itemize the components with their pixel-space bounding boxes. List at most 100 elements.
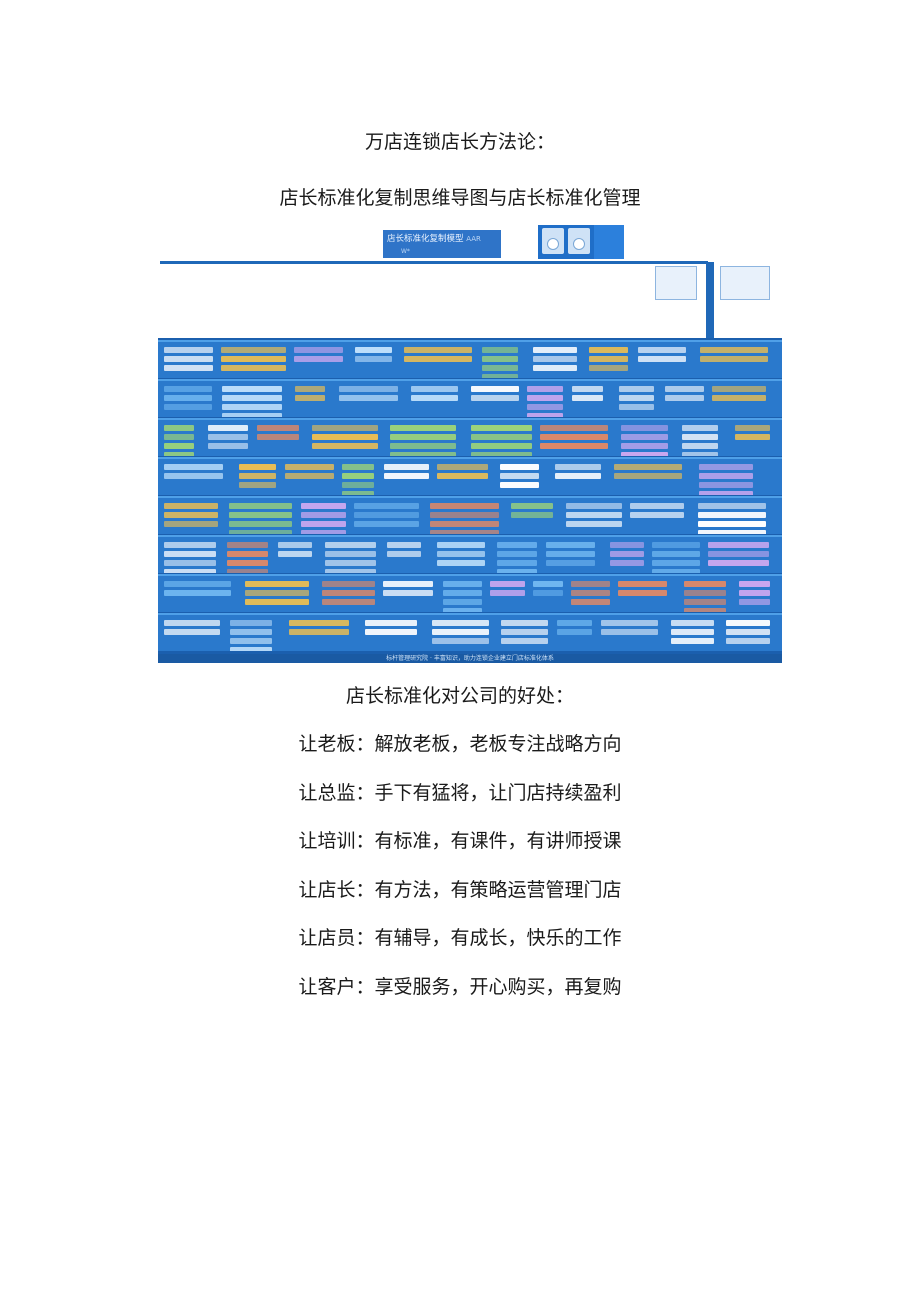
mindmap-node bbox=[497, 542, 537, 548]
mindmap-node bbox=[164, 590, 231, 596]
mindmap-node bbox=[500, 482, 539, 488]
mindmap-node bbox=[325, 569, 376, 573]
mindmap-node bbox=[222, 404, 282, 410]
mindmap-node bbox=[671, 629, 714, 635]
benefit-item: 让老板：解放老板，老板专注战略方向 bbox=[0, 732, 920, 756]
mindmap-node bbox=[699, 482, 753, 488]
mindmap-node bbox=[471, 395, 519, 401]
mindmap-node bbox=[533, 365, 577, 371]
mindmap-node bbox=[619, 386, 654, 392]
mindmap-node bbox=[342, 464, 374, 470]
benefit-text: 手下有猛将，让门店持续盈利 bbox=[374, 781, 622, 804]
mindmap-body: 标杆管理研究院 · 丰富知识，助力连锁企业建立门店标准化体系 bbox=[158, 338, 782, 663]
benefit-separator: ： bbox=[355, 830, 375, 852]
mindmap-node bbox=[698, 521, 766, 527]
mindmap-node bbox=[295, 386, 325, 392]
mindmap-node bbox=[430, 512, 499, 518]
mindmap-node bbox=[652, 569, 700, 573]
mindmap-node bbox=[221, 347, 286, 353]
mindmap-node bbox=[497, 551, 537, 557]
mindmap-node bbox=[437, 560, 485, 566]
mindmap-node bbox=[342, 491, 374, 495]
mindmap-node bbox=[638, 356, 686, 362]
mindmap-node bbox=[339, 395, 398, 401]
mindmap-node bbox=[482, 374, 518, 378]
mindmap-node bbox=[285, 464, 334, 470]
mindmap-node bbox=[229, 521, 292, 527]
benefit-label: 让客户 bbox=[298, 975, 356, 998]
mindmap-header-small: W* bbox=[401, 248, 410, 255]
mindmap-node bbox=[230, 638, 272, 644]
mindmap-node bbox=[621, 443, 668, 449]
mindmap-node bbox=[735, 434, 770, 440]
mindmap-node bbox=[614, 473, 682, 479]
mindmap-node bbox=[164, 347, 213, 353]
mindmap-node bbox=[471, 386, 519, 392]
mindmap-node bbox=[222, 386, 282, 392]
mindmap-node bbox=[404, 347, 472, 353]
mindmap-node bbox=[432, 629, 489, 635]
mindmap-node bbox=[164, 365, 213, 371]
mindmap-node bbox=[482, 356, 518, 362]
mindmap-node bbox=[566, 512, 622, 518]
mindmap-node bbox=[540, 425, 608, 431]
mindmap-node bbox=[208, 443, 248, 449]
benefit-item: 让客户：享受服务，开心购买，再复购 bbox=[0, 975, 920, 999]
mindmap-node bbox=[355, 356, 392, 362]
mindmap-node bbox=[735, 425, 770, 431]
mindmap-node bbox=[164, 452, 194, 456]
mindmap-node bbox=[164, 620, 220, 626]
mindmap-node bbox=[437, 542, 485, 548]
mindmap-node bbox=[546, 551, 595, 557]
mindmap-node bbox=[437, 473, 488, 479]
mindmap-node bbox=[682, 452, 718, 456]
mindmap-node bbox=[546, 560, 595, 566]
mindmap-node bbox=[384, 473, 429, 479]
mindmap-node bbox=[589, 356, 628, 362]
mindmap-node bbox=[289, 620, 349, 626]
mindmap-node bbox=[712, 386, 766, 392]
mindmap-node bbox=[342, 473, 374, 479]
mindmap-node bbox=[164, 551, 216, 557]
mindmap-node bbox=[430, 503, 499, 509]
mindmap-node bbox=[164, 404, 212, 410]
mindmap-node bbox=[164, 542, 216, 548]
mindmap-node bbox=[682, 425, 718, 431]
mindmap-node bbox=[630, 503, 684, 509]
mindmap-node bbox=[443, 608, 482, 612]
mindmap-node bbox=[621, 425, 668, 431]
mindmap-node bbox=[700, 347, 768, 353]
mindmap-node bbox=[387, 551, 421, 557]
mindmap-node bbox=[497, 560, 537, 566]
mindmap-node bbox=[443, 590, 482, 596]
mindmap-node bbox=[652, 560, 700, 566]
mindmap-node bbox=[443, 581, 482, 587]
mindmap-node bbox=[257, 434, 299, 440]
mindmap-node bbox=[555, 473, 601, 479]
mindmap-node bbox=[432, 638, 489, 644]
mindmap-node bbox=[698, 512, 766, 518]
mindmap-node bbox=[501, 629, 548, 635]
mindmap-node bbox=[555, 464, 601, 470]
mindmap-node bbox=[708, 560, 769, 566]
mindmap-node bbox=[294, 356, 343, 362]
benefit-label: 让培训 bbox=[298, 830, 356, 852]
benefit-label: 让店长 bbox=[298, 878, 356, 901]
benefit-item: 让培训：有标准，有课件，有讲师授课 bbox=[0, 829, 920, 853]
mindmap-node bbox=[500, 473, 539, 479]
mindmap-node bbox=[164, 395, 212, 401]
mindmap-node bbox=[230, 629, 272, 635]
mindmap-node bbox=[700, 356, 768, 362]
mindmap-node bbox=[739, 599, 770, 605]
mindmap-node bbox=[230, 620, 272, 626]
mindmap-node bbox=[497, 569, 537, 573]
mindmap-node bbox=[684, 608, 726, 612]
mindmap-node bbox=[390, 434, 456, 440]
mindmap-node bbox=[665, 395, 704, 401]
mindmap-node bbox=[708, 551, 769, 557]
mindmap-node bbox=[411, 386, 458, 392]
mindmap-node bbox=[164, 503, 218, 509]
mindmap-node bbox=[239, 482, 276, 488]
thumbnail-2 bbox=[568, 228, 590, 254]
mindmap-node bbox=[527, 395, 563, 401]
